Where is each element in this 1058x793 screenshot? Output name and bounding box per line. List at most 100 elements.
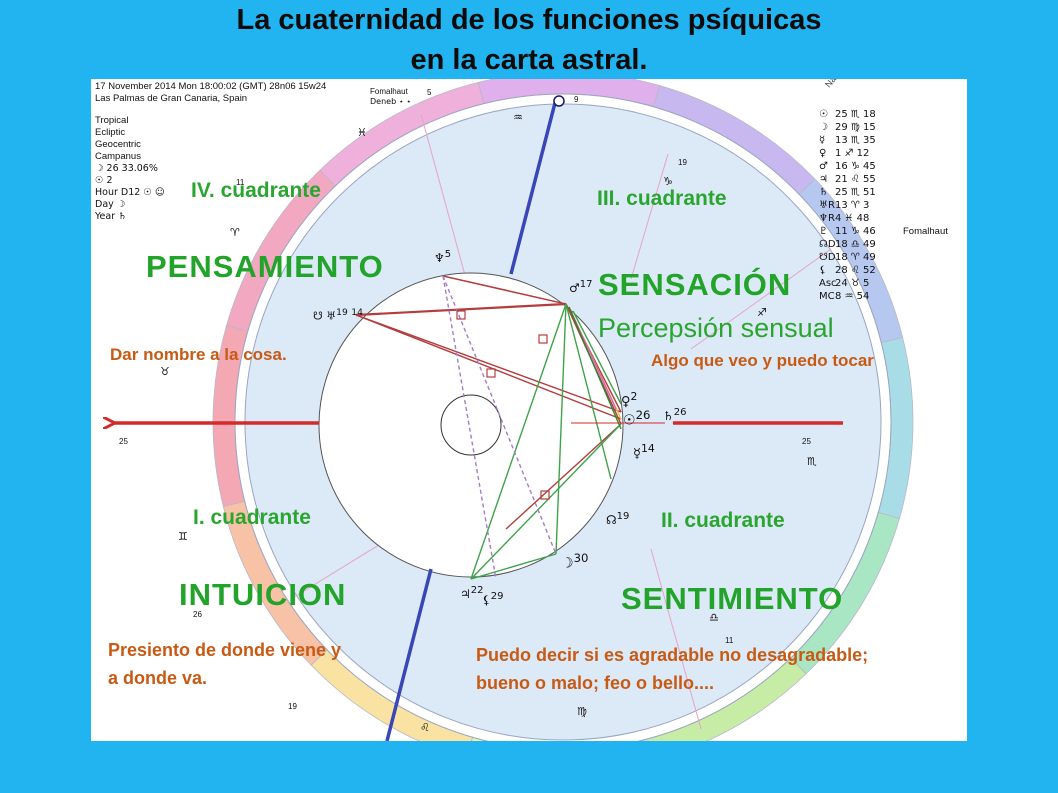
aspect-line [565,303,612,480]
planet-degree: 24 ♉ 5 [835,278,870,289]
aspect-line [555,303,567,555]
cusp-line [630,153,669,280]
aquarius-icon: ♒ [513,111,523,124]
planet-degree: 16 ♑ 45 [835,161,876,172]
function-desc-sensation: Algo que veo y puedo tocar [651,351,874,370]
cusp-number: 9 [574,95,579,104]
aspect-line [572,310,622,405]
cusp-number: 26 [193,610,202,619]
cusp-number: 11 [725,636,734,645]
chart-date-line: 17 November 2014 Mon 18:00:02 (GMT) 28n0… [95,81,327,92]
planet-table-row: ☽29 ♍ 15 [819,121,883,134]
aspect-line [470,423,622,580]
planet-table-row: ♃21 ♌ 55 [819,173,883,186]
setting-item: Ecliptic [95,127,126,138]
pisces-icon: ♓ [357,126,367,139]
sun-icon: ☉26 [623,408,651,429]
jupiter-icon: ♃22 [460,585,484,601]
virgo-icon: ♍ [577,705,587,718]
capricorn-icon: ♑ [663,175,673,188]
aspect-line [442,275,557,555]
mc-axis-top [509,98,558,275]
planet-table-row: ♂ 16 ♑ 45 [819,160,883,173]
cusp-number: 19 [288,702,297,711]
setting-item: Tropical [95,115,129,126]
setting-item: Year ♄ [95,211,127,222]
planet-degree: 28 ♌ 52 [835,265,876,276]
square-aspect-marker [540,490,550,500]
asc-degree-right: 25 [802,437,811,446]
astro-chart-panel: 17 November 2014 Mon 18:00:02 (GMT) 28n0… [91,79,967,741]
aspect-line [568,306,622,430]
planet-symbol: ☿ [819,135,826,146]
planet-table-row: MC8 ♒ 54 [819,290,883,303]
chart-header-info: 17 November 2014 Mon 18:00:02 (GMT) 28n0… [95,81,326,105]
aspect-line [355,314,622,420]
taurus-icon: ♉ [160,365,170,378]
aspect-line [442,275,567,305]
saturn-icon: ♄26 [663,407,687,423]
mars-icon: ♂17 [569,279,593,295]
aspect-lines [355,275,622,580]
planet-table-row: ☋D18 ♈ 49 [819,251,883,264]
function-desc-intuition: Presiento de donde viene y a donde va. [108,636,341,692]
planet-degree: 4 ♓ 48 [835,213,870,224]
planet-degree: 18 ♈ 49 [835,252,876,263]
scorpio-icon: ♏ [807,455,817,468]
square-aspect-marker [538,334,548,344]
function-title-intuition: INTUICION [179,577,347,612]
chart-settings-list: Tropical Ecliptic Geocentric Campanus ☽ … [95,115,165,223]
horoscope-wheel [91,79,914,741]
function-subtitle-sensation: Percepsión sensual [598,313,834,343]
center-earth-circle [440,394,502,456]
planet-table-row: ☉25 ♏ 18 [819,108,883,121]
cusp-line [650,548,702,730]
function-title-feeling: SENTIMIENTO [621,581,844,616]
planet-position-table: ☉25 ♏ 18☽29 ♍ 15☿ 13 ♏ 35 ♀ 1 ♐ 12 ♂ 16 ♑ 45♃… [819,108,883,303]
planet-degree: 21 ♌ 55 [835,174,876,185]
planet-symbol: MC [819,291,835,302]
mercury-icon: ☿14 [633,442,655,462]
planet-degree: 13 ♏ 35 [835,135,876,146]
planet-symbol: ♅R [819,200,835,211]
sagittarius-icon: ♐ [757,306,767,319]
fixed-star-label-right: Fomalhaut [903,226,948,237]
square-aspect-marker [456,310,466,320]
planet-degree: 1 ♐ 12 [835,148,870,159]
square-aspect-marker [486,368,496,378]
aspect-line [442,275,497,580]
cusp-number: 5 [427,88,432,97]
fixed-star-label: Fomalhaut [370,87,408,96]
planet-degree: 18 ♎ 49 [835,239,876,250]
aspect-line [470,553,557,580]
aspect-markers [456,310,550,500]
chiron-icon: ⚸29 [482,591,504,607]
moon-icon: ☽30 [561,551,589,572]
aspect-line [355,314,622,413]
planet-table-row: ♀ 1 ♐ 12 [819,147,883,160]
fixed-stars-top: Fomalhaut Deneb ⋆ ⋆ [370,87,411,107]
chart-location-line: Las Palmas de Gran Canaria, Spain [95,93,248,104]
slide-title-line-1: La cuaternidad de los funciones psíquica… [236,4,822,36]
planet-symbol: ♂ [819,161,828,172]
mc-axis-bottom [385,568,433,741]
function-title-thinking: PENSAMIENTO [146,249,384,284]
north-node-icon: ☊19 [606,511,630,527]
planet-symbol: ☉ [819,109,828,120]
planet-degree: 29 ♍ 15 [835,122,876,133]
asc-degree-left: 25 [119,437,128,446]
aries-icon: ♈ [230,226,240,239]
slide-title-line-2: en la carta astral. [410,44,648,76]
planet-table-row: ☊D18 ♎ 49 [819,238,883,251]
quadrant-label-ii: II. cuadrante [661,509,785,532]
planet-symbol: ♆R [819,213,835,224]
function-desc-thinking: Dar nombre a la cosa. [110,345,287,364]
planet-symbol: ♄ [819,187,828,198]
south-node-uranus-icon: ☋ ♅19 14 [313,307,363,323]
planet-symbol: ☊D [819,239,836,250]
desc-line: a donde va. [108,668,208,688]
setting-item: ☽ 26 33.06% [95,163,158,174]
planet-symbol: Asc [819,278,837,289]
planet-symbol: ♀ [819,148,827,159]
quadrant-label-i: I. cuadrante [193,506,311,529]
